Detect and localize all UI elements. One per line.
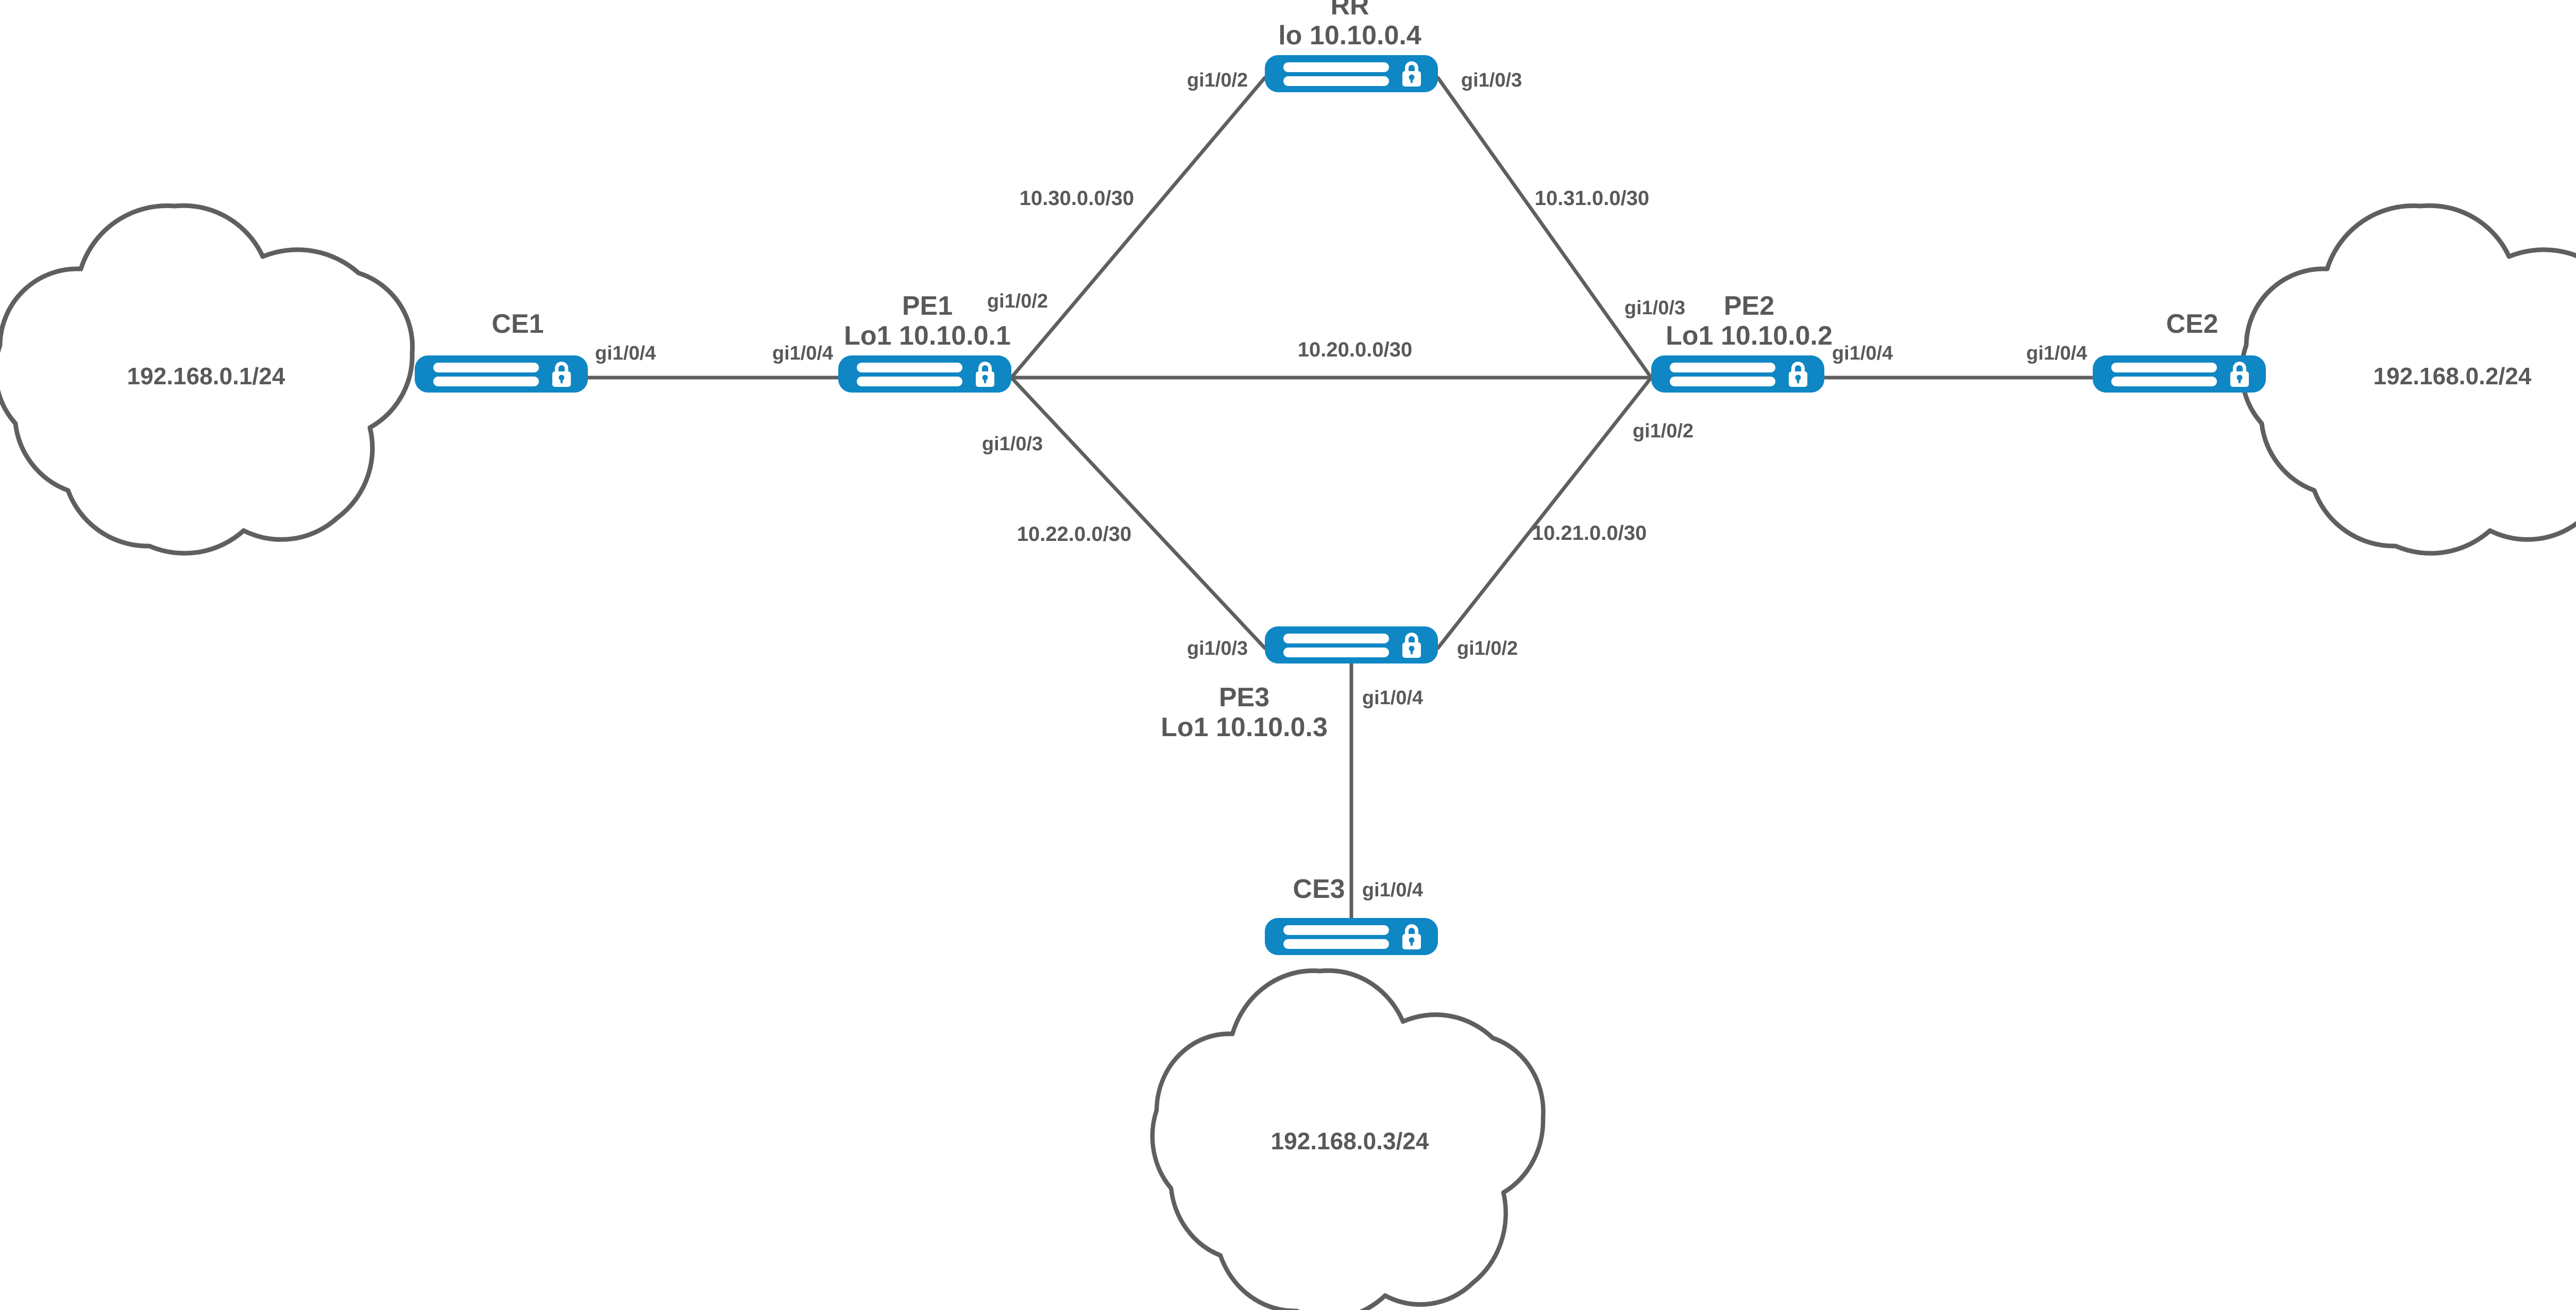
link-line-link-pe3-pe2 <box>1436 376 1653 650</box>
interface-label-link-pe1-rr-to: gi1/0/2 <box>1187 70 1248 91</box>
router-lock-icon[interactable] <box>1265 918 1438 955</box>
device-loopback-pe1: Lo1 10.10.0.1 <box>844 321 1011 351</box>
device-name-rr: RR <box>1330 0 1369 21</box>
subnet-label-link-pe3-pe2: 10.21.0.0/30 <box>1532 522 1647 545</box>
links-layer <box>585 76 2095 920</box>
link-line-link-pe1-rr <box>1009 76 1267 380</box>
device-ce3[interactable] <box>1265 918 1438 955</box>
device-ce2[interactable] <box>2093 355 2266 393</box>
interface-label-link-pe1-pe3-to: gi1/0/3 <box>1187 638 1248 659</box>
interface-label-link-pe2-ce2-to: gi1/0/4 <box>2026 343 2088 364</box>
device-rr[interactable] <box>1265 55 1438 92</box>
router-lock-icon[interactable] <box>1651 355 1824 393</box>
device-pe3[interactable] <box>1265 626 1438 663</box>
device-label-ce3: CE3 <box>1293 874 1345 904</box>
interface-label-link-ce1-pe1-to: gi1/0/4 <box>772 343 834 364</box>
cloud-label-cloud-ce2: 192.168.0.2/24 <box>2373 363 2532 389</box>
device-name-pe3: PE3 <box>1218 683 1270 712</box>
router-lock-icon[interactable] <box>1265 55 1438 92</box>
device-pe1[interactable] <box>838 355 1011 393</box>
subnet-label-link-pe1-rr: 10.30.0.0/30 <box>1019 187 1134 210</box>
interface-label-link-pe3-pe2-to: gi1/0/2 <box>1632 420 1694 442</box>
link-line-link-rr-pe2 <box>1436 76 1653 380</box>
router-lock-icon[interactable] <box>1265 626 1438 663</box>
device-name-ce3: CE3 <box>1293 874 1345 904</box>
device-name-ce2: CE2 <box>2166 309 2218 339</box>
cloud-label-cloud-ce3: 192.168.0.3/24 <box>1270 1128 1429 1154</box>
device-name-pe2: PE2 <box>1723 291 1775 321</box>
interface-label-link-rr-pe2-to: gi1/0/3 <box>1624 297 1686 319</box>
router-lock-icon[interactable] <box>2093 355 2266 393</box>
device-loopback-rr: lo 10.10.0.4 <box>1278 21 1421 51</box>
router-lock-icon[interactable] <box>838 355 1011 393</box>
subnet-label-link-rr-pe2: 10.31.0.0/30 <box>1534 187 1650 210</box>
device-label-ce2: CE2 <box>2166 309 2218 339</box>
device-label-ce1: CE1 <box>492 309 544 339</box>
router-lock-icon[interactable] <box>415 355 588 393</box>
interface-label-link-rr-pe2-from: gi1/0/3 <box>1461 70 1522 91</box>
interface-label-link-pe3-pe2-from: gi1/0/2 <box>1456 638 1518 659</box>
interface-label-link-pe1-rr-from: gi1/0/2 <box>987 291 1048 312</box>
interface-label-link-pe3-ce3-from: gi1/0/4 <box>1362 687 1423 709</box>
subnet-label-link-pe1-pe3: 10.22.0.0/30 <box>1016 523 1132 546</box>
device-loopback-pe3: Lo1 10.10.0.3 <box>1161 712 1328 743</box>
subnet-label-link-pe1-pe2: 10.20.0.0/30 <box>1297 338 1413 361</box>
interface-label-link-ce1-pe1-from: gi1/0/4 <box>595 343 656 364</box>
device-loopback-pe2: Lo1 10.10.0.2 <box>1666 321 1833 351</box>
interface-label-link-pe1-pe3-from: gi1/0/3 <box>981 433 1043 455</box>
cloud-label-cloud-ce1: 192.168.0.1/24 <box>127 363 285 389</box>
interface-label-link-pe2-ce2-from: gi1/0/4 <box>1832 343 1893 364</box>
devices-layer <box>415 55 2266 955</box>
device-ce1[interactable] <box>415 355 588 393</box>
device-name-pe1: PE1 <box>902 291 953 321</box>
link-line-link-pe1-pe3 <box>1009 376 1267 650</box>
device-name-ce1: CE1 <box>492 309 544 339</box>
device-pe2[interactable] <box>1651 355 1824 393</box>
interface-label-link-pe3-ce3-to: gi1/0/4 <box>1362 879 1423 901</box>
